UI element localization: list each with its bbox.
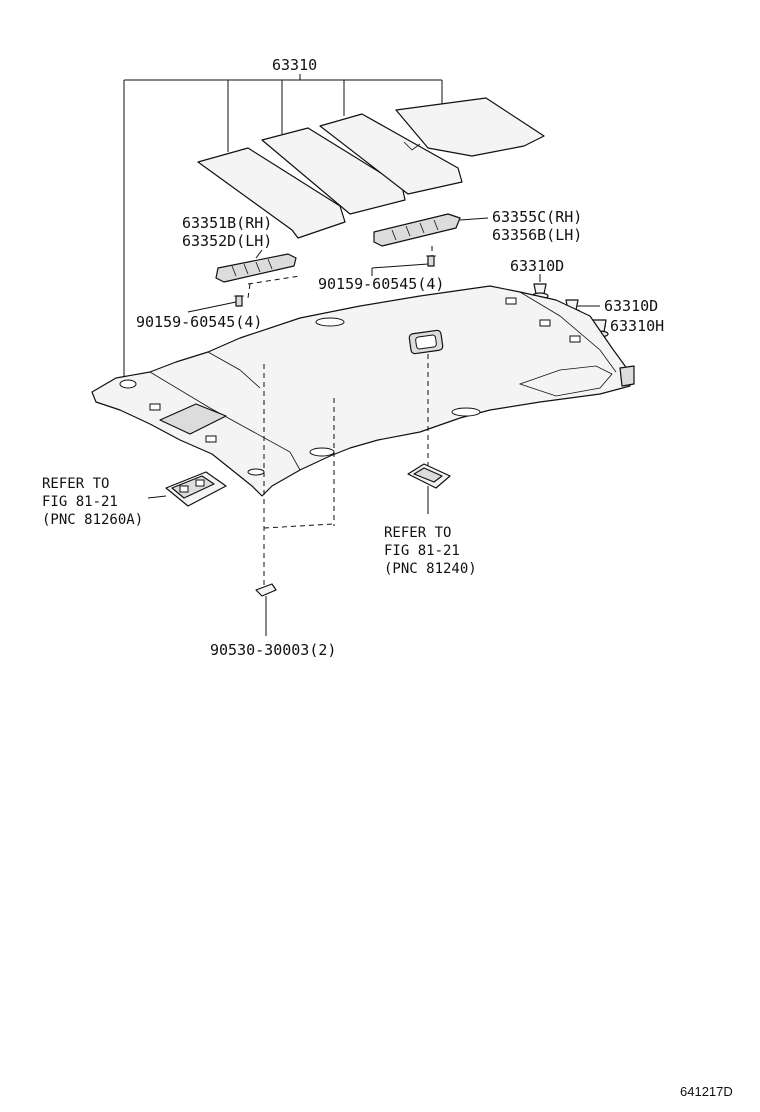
callout-90159-right[interactable]: 90159-60545(4) — [318, 275, 444, 293]
callout-63310d-mid[interactable]: 63310D — [604, 297, 658, 315]
absorber-pad-2[interactable] — [261, 127, 406, 215]
refer-right-line3: (PNC 81240) — [384, 561, 477, 577]
refer-right-line1: REFER TO — [384, 525, 451, 541]
callout-63356b[interactable]: 63356B(LH) — [492, 226, 582, 244]
absorber-pad-4[interactable] — [395, 97, 545, 157]
refer-right-line2: FIG 81-21 — [384, 543, 460, 559]
screw-right[interactable] — [426, 255, 436, 267]
callout-90159-left[interactable]: 90159-60545(4) — [136, 313, 262, 331]
refer-left-line1: REFER TO — [42, 476, 109, 492]
callout-63310d-top[interactable]: 63310D — [510, 257, 564, 275]
bracket-63355c-part[interactable] — [373, 213, 461, 247]
bracket-63351b-part[interactable] — [215, 253, 297, 283]
refer-left-line2: FIG 81-21 — [42, 494, 118, 510]
callout-63310h[interactable]: 63310H — [610, 317, 664, 335]
bracket-63310 — [123, 74, 443, 378]
absorber-pad-1[interactable] — [197, 147, 346, 239]
callout-63310[interactable]: 63310 — [272, 56, 317, 74]
callout-90530[interactable]: 90530-30003(2) — [210, 641, 336, 659]
callout-63352d[interactable]: 63352D(LH) — [182, 232, 272, 250]
clip-90530-part[interactable] — [255, 583, 277, 597]
callout-63351b[interactable]: 63351B(RH) — [182, 214, 272, 232]
screw-left[interactable] — [234, 295, 244, 307]
refer-left-line3: (PNC 81260A) — [42, 512, 143, 528]
headliner-assembly[interactable] — [91, 285, 635, 497]
absorber-pad-3[interactable] — [319, 113, 463, 195]
callout-63355c[interactable]: 63355C(RH) — [492, 208, 582, 226]
lamp-81260a-part[interactable] — [165, 471, 227, 507]
lamp-81240-part[interactable] — [407, 463, 451, 489]
diagram-id: 641217D — [680, 1084, 733, 1099]
